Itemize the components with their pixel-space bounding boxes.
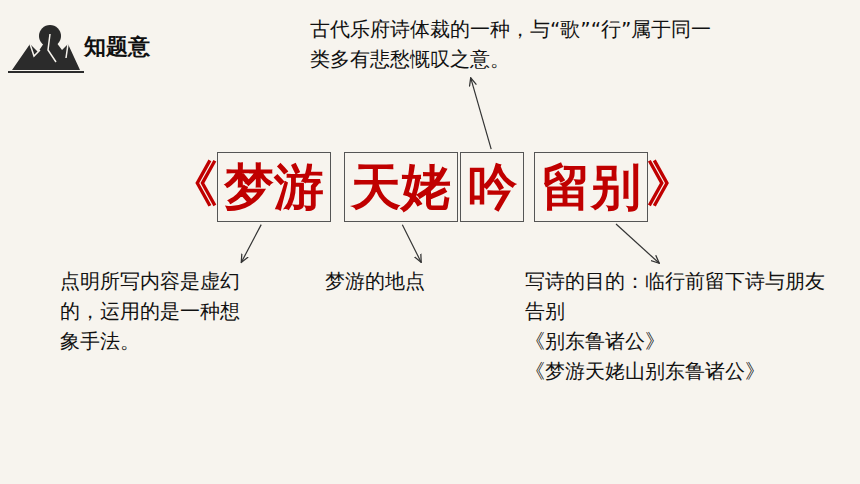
title-word-box: 留别 — [534, 152, 648, 222]
annotation-text: 《别东鲁诸公》 — [525, 326, 830, 356]
section-heading: 知题意 — [84, 32, 150, 62]
annotation-note: 点明所写内容是虚幻的，运用的是一种想象手法。 — [60, 266, 255, 356]
logo-base — [8, 71, 84, 73]
annotation-text: 《梦游天姥山别东鲁诸公》 — [525, 356, 830, 386]
title-word: 梦游 — [224, 157, 324, 217]
mountain-ridge — [30, 34, 68, 62]
title-word: 吟 — [467, 157, 517, 217]
arrow-connector — [241, 225, 261, 263]
arrow-connector — [616, 224, 659, 263]
mountain-logo — [8, 25, 84, 72]
annotation-text: 点明所写内容是虚幻的，运用的是一种想象手法。 — [60, 266, 255, 356]
title-word: 留别 — [541, 157, 641, 217]
annotation-text: 梦游的地点 — [325, 266, 425, 296]
title-bracket: 《 — [168, 154, 218, 214]
annotation-text: 古代乐府诗体裁的一种，与“歌”“行”属于同一类多有悲愁慨叹之意。 — [310, 14, 730, 74]
title-word-box: 吟 — [460, 152, 524, 222]
title-bracket: 》 — [646, 154, 696, 214]
title-word: 天姥 — [351, 157, 451, 217]
annotation-note: 古代乐府诗体裁的一种，与“歌”“行”属于同一类多有悲愁慨叹之意。 — [310, 14, 730, 74]
arrow-connector — [402, 225, 421, 263]
title-word-box: 梦游 — [217, 152, 331, 222]
arrow-connector — [471, 78, 491, 149]
annotation-note: 写诗的目的：临行前留下诗与朋友告别《别东鲁诸公》《梦游天姥山别东鲁诸公》 — [525, 266, 830, 386]
title-word-box: 天姥 — [344, 152, 458, 222]
annotation-note: 梦游的地点 — [325, 266, 425, 296]
mountain-shape — [12, 34, 80, 70]
annotation-text: 写诗的目的：临行前留下诗与朋友告别 — [525, 266, 830, 326]
